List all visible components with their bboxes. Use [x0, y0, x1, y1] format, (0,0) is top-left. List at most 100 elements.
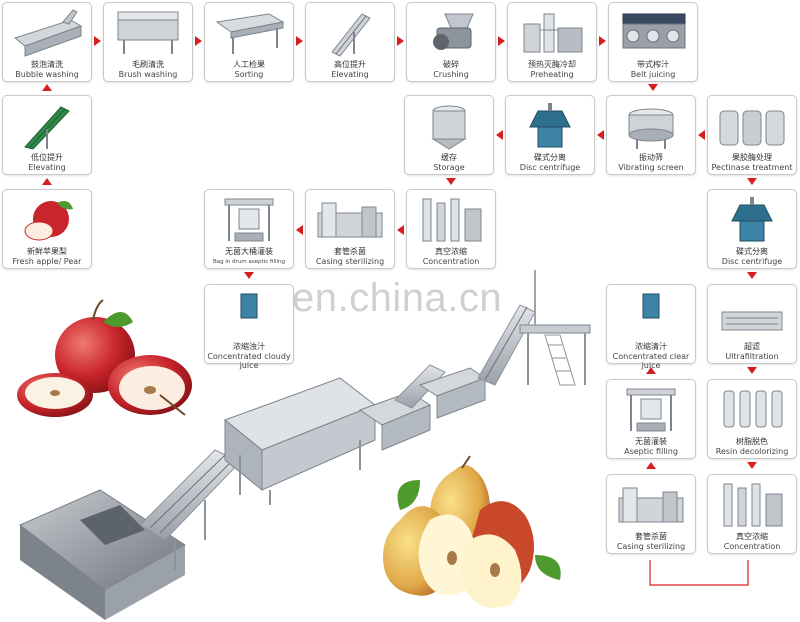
filling-machine-icon [626, 388, 676, 432]
step-label-cn: 碟式分离 [736, 247, 768, 256]
disc-centrifuge-icon [529, 103, 571, 148]
arrow-down-icon [747, 367, 757, 374]
step-label-en: Bubble washing [15, 70, 79, 79]
step-label-en: Elevating [28, 163, 66, 172]
storage-tank-icon [642, 293, 660, 319]
step-label-cn: 无菌灌装 [635, 437, 667, 446]
step-label-en: Sorting [234, 70, 264, 79]
step-label-en: Bag in drum aseptic filling [212, 259, 286, 265]
arrow-left-icon [496, 130, 503, 140]
step-label-cn: 真空浓缩 [736, 532, 768, 541]
step-label-cn: 套管杀菌 [635, 532, 667, 541]
arrow-up-icon [42, 84, 52, 91]
loop-connector [649, 560, 749, 586]
crusher-icon [433, 13, 474, 50]
vibrating-screen-icon [628, 108, 674, 149]
step-label-en: Concentration [723, 542, 781, 551]
step-label-en: Disc centrifuge [721, 257, 783, 266]
brush-washer-icon [358, 364, 487, 451]
step-casing-sterilizing-1[interactable]: 套管杀菌 Casing sterilizing [305, 189, 395, 269]
evaporator-icon [723, 483, 783, 527]
step-label-en: Concentration [422, 257, 480, 266]
step-label-cn: 超滤 [744, 342, 760, 351]
step-label-en: Casing sterilizing [315, 257, 385, 266]
step-brush-washing[interactable]: 毛刷清洗 Brush washing [103, 2, 193, 82]
step-bubble-washing[interactable]: 鼓泡清洗 Bubble washing [2, 2, 92, 82]
step-label-cn: 树脂脱色 [736, 437, 768, 446]
step-label-cn: 鼓泡清洗 [31, 60, 63, 69]
bucket-elevator-icon [331, 13, 371, 57]
step-label-cn: 低位提升 [31, 153, 63, 162]
step-concentration-2[interactable]: 真空浓缩 Concentration [707, 474, 797, 554]
step-storage[interactable]: 缓存 Storage [404, 95, 494, 175]
arrow-down-icon [446, 178, 456, 185]
step-label-cn: 套管杀菌 [334, 247, 366, 256]
storage-tank-icon [240, 293, 258, 319]
sterilizer-icon [523, 13, 583, 53]
step-disc-centrifuge-1[interactable]: 碟式分离 Disc centrifuge [505, 95, 595, 175]
step-label-en: Casing sterilizing [616, 542, 686, 551]
step-label-en: Crushing [433, 70, 469, 79]
filter-icon [721, 311, 783, 331]
arrow-left-icon [698, 130, 705, 140]
filling-machine-icon [224, 198, 274, 242]
step-sorting[interactable]: 人工检果 Sorting [204, 2, 294, 82]
storage-tank-icon [431, 105, 467, 150]
step-label-cn: 碟式分离 [534, 153, 566, 162]
arrow-right-icon [195, 36, 202, 46]
step-label-cn: 缓存 [441, 153, 457, 162]
elevator-platform-icon [477, 270, 611, 386]
step-label-en: Storage [433, 163, 465, 172]
arrow-up-icon [646, 367, 656, 374]
step-label-cn: 新鲜苹果梨 [27, 247, 67, 256]
step-disc-separator-2[interactable]: 碟式分离 Disc centrifuge [707, 189, 797, 269]
washing-tank-icon [224, 377, 377, 505]
step-label-en: Concentrated cloudy juice [207, 352, 291, 370]
step-bag-filling[interactable]: 无菌大桶灌装 Bag in drum aseptic filling [204, 189, 294, 269]
apple-icon [24, 201, 73, 241]
step-label-en: Preheating [530, 70, 574, 79]
step-elevating-top[interactable]: 高位提升 Elevating [305, 2, 395, 82]
step-label-cn: 高位提升 [334, 60, 366, 69]
step-label-cn: 浓缩浊汁 [233, 342, 265, 351]
disc-centrifuge-icon [731, 197, 773, 242]
step-clear-juice[interactable]: 浓缩清汁 Concentrated clear juice [606, 284, 696, 370]
step-crushing[interactable]: 破碎 Crushing [406, 2, 496, 82]
step-casing-sterilizing-2[interactable]: 套管杀菌 Casing sterilizing [606, 474, 696, 554]
step-vibrating-screen[interactable]: 振动筛 Vibrating screen [606, 95, 696, 175]
arrow-left-icon [397, 225, 404, 235]
hopper-icon [19, 489, 186, 620]
step-label-en: Elevating [331, 70, 369, 79]
arrow-down-icon [244, 272, 254, 279]
step-label-cn: 浓缩清汁 [635, 342, 667, 351]
step-preheating[interactable]: 预热灭酶冷却 Preheating [507, 2, 597, 82]
step-pectinase[interactable]: 果胶酶处理 Pectinase treatment [707, 95, 797, 175]
step-belt-juicing[interactable]: 带式榨汁 Belt juicing [608, 2, 698, 82]
step-elevating-low[interactable]: 低位提升 Elevating [2, 95, 92, 175]
arrow-right-icon [599, 36, 606, 46]
resin-column-icon [723, 390, 783, 428]
step-label-en: Vibrating screen [618, 163, 684, 172]
step-label-en: Fresh apple/ Pear [12, 257, 82, 266]
step-resin-decolorizing[interactable]: 树脂脱色 Resin decolorizing [707, 379, 797, 459]
step-label-cn: 真空浓缩 [435, 247, 467, 256]
step-label-en: Brush washing [118, 70, 178, 79]
watermark: en.china.cn [292, 276, 503, 320]
brush-washer-icon [117, 11, 179, 54]
step-cloudy-juice[interactable]: 浓缩浊汁 Concentrated cloudy juice [204, 284, 294, 370]
step-label-en: Ultrafiltration [725, 352, 779, 361]
inclined-conveyor-icon [139, 449, 241, 570]
step-ultrafiltration[interactable]: 超滤 Ultrafiltration [707, 284, 797, 364]
step-label-en: Pectinase treatment [711, 163, 793, 172]
step-fresh-fruit[interactable]: 新鲜苹果梨 Fresh apple/ Pear [2, 189, 92, 269]
step-label-en: Belt juicing [630, 70, 676, 79]
arrow-down-icon [747, 462, 757, 469]
pear-group-icon [382, 455, 561, 608]
arrow-up-icon [42, 178, 52, 185]
step-aseptic-filling[interactable]: 无菌灌装 Aseptic filling [606, 379, 696, 459]
step-concentration-1[interactable]: 真空浓缩 Concentration [406, 189, 496, 269]
step-label-cn: 人工检果 [233, 60, 265, 69]
step-label-en: Resin decolorizing [715, 447, 789, 456]
arrow-left-icon [597, 130, 604, 140]
step-label-cn: 预热灭酶冷却 [528, 60, 576, 69]
